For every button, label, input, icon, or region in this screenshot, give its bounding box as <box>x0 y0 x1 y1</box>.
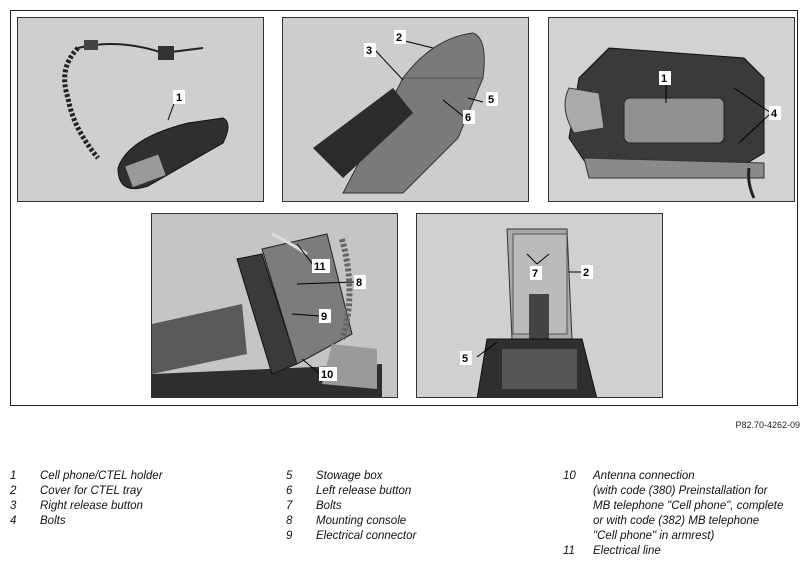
photo-open-armrest: 1 4 <box>548 17 795 202</box>
photo-phone-holder: 1 <box>17 17 264 202</box>
reference-code: P82.70-4262-09 <box>735 420 800 430</box>
photo-armrest-cover: 2 3 5 6 <box>282 17 529 202</box>
photo-open-cover-bolts: 7 2 5 <box>416 213 663 398</box>
photo-mounting-console: 11 8 9 10 <box>151 213 398 398</box>
